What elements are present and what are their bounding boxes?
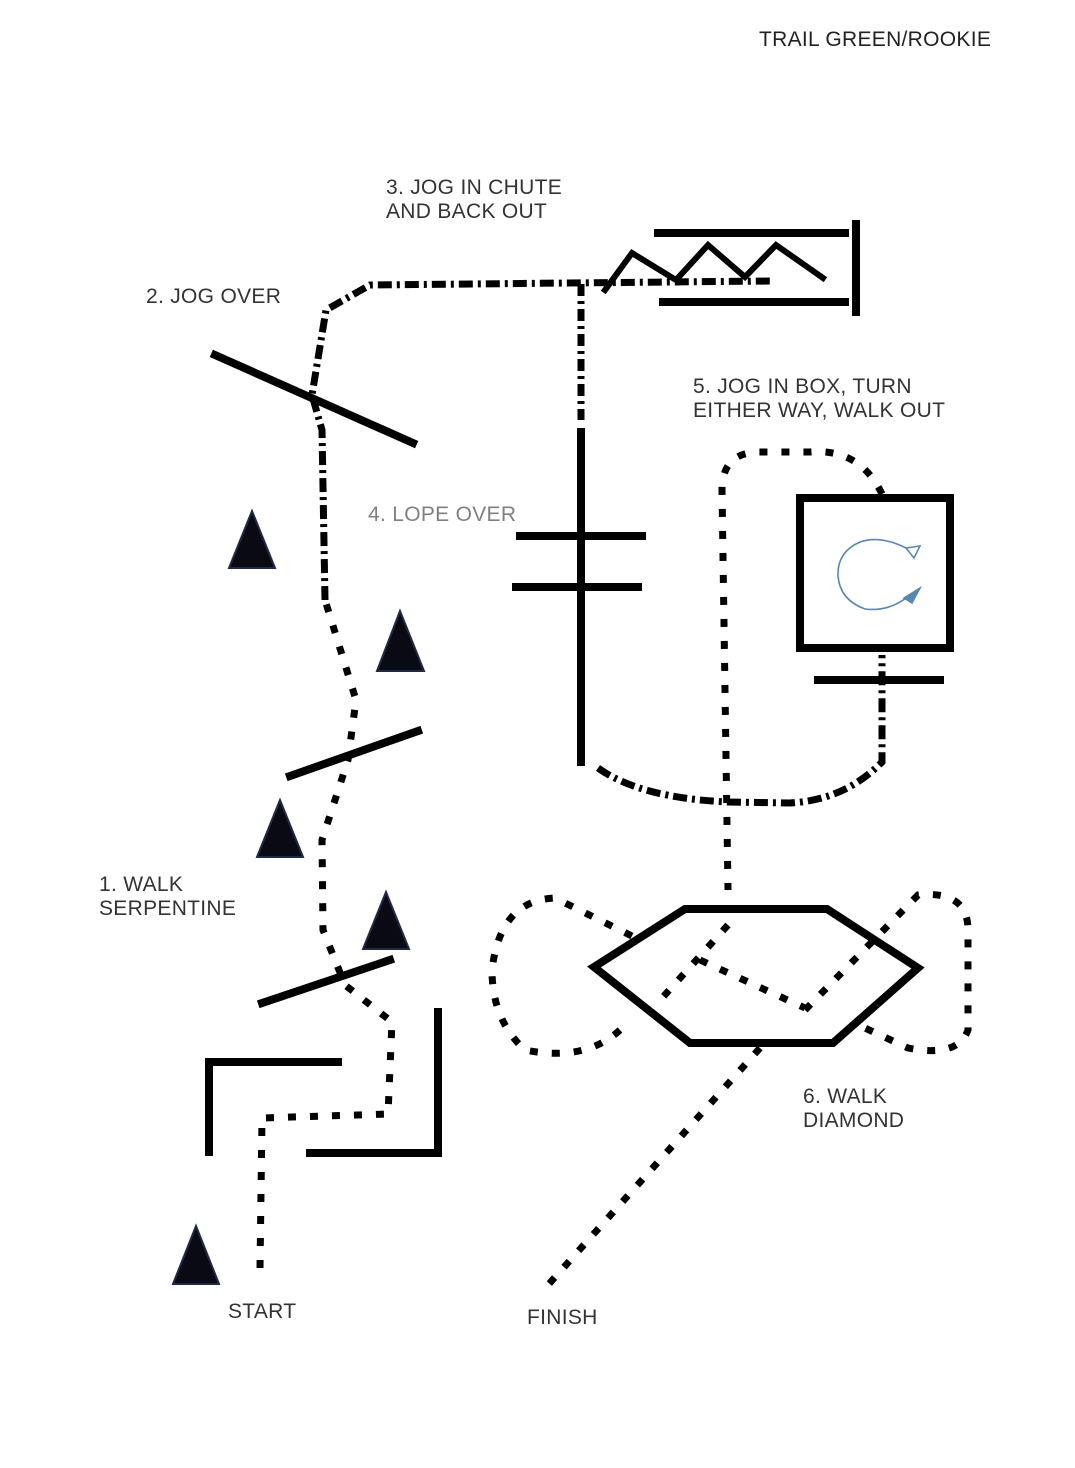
cone-icon <box>255 797 305 858</box>
cone-icon <box>361 889 411 950</box>
l-gate-left <box>205 1058 342 1156</box>
route-paths <box>256 277 972 1288</box>
start-label: START <box>228 1300 297 1323</box>
route-box-loop <box>718 448 886 891</box>
obstacle-label-jog-in-chute: 3. JOG IN CHUTE AND BACK OUT <box>386 176 563 223</box>
route-to-finish <box>545 1045 763 1288</box>
finish-label: FINISH <box>527 1306 598 1329</box>
cones <box>171 508 426 1285</box>
cone-icon <box>375 608 426 672</box>
obstacles <box>205 220 954 1157</box>
walk-diamond <box>587 905 925 1047</box>
route-diamond-left-loop <box>488 894 642 1057</box>
cone-icon <box>227 508 277 569</box>
turn-box <box>796 494 954 652</box>
serpentine-pole-upper <box>284 725 424 782</box>
page-title: TRAIL GREEN/ROOKIE <box>759 28 992 51</box>
l-gate-right <box>306 1008 442 1157</box>
serpentine-pole-lower <box>256 954 396 1009</box>
cone-icon <box>171 1223 221 1285</box>
route-diamond-cross-b <box>698 956 807 1012</box>
obstacle-label-jog-over: 2. JOG OVER <box>146 285 282 308</box>
jog-over-pole <box>209 349 419 449</box>
route-diamond-right-loop <box>802 890 972 1055</box>
route-lope-to-box <box>595 655 886 807</box>
chute-zigzag-route <box>600 240 828 295</box>
obstacle-label-jog-in-box: 5. JOG IN BOX, TURN EITHER WAY, WALK OUT <box>693 375 946 422</box>
route-diamond-cross-a <box>660 922 731 1000</box>
turn-arrow-icon <box>837 538 923 611</box>
obstacle-label-lope-over: 4. LOPE OVER <box>368 503 517 526</box>
obstacle-label-walk-diamond: 6. WALK DIAMOND <box>803 1085 905 1132</box>
obstacle-label-walk-serpentine: 1. WALK SERPENTINE <box>99 873 237 920</box>
route-jog-over <box>308 277 771 601</box>
